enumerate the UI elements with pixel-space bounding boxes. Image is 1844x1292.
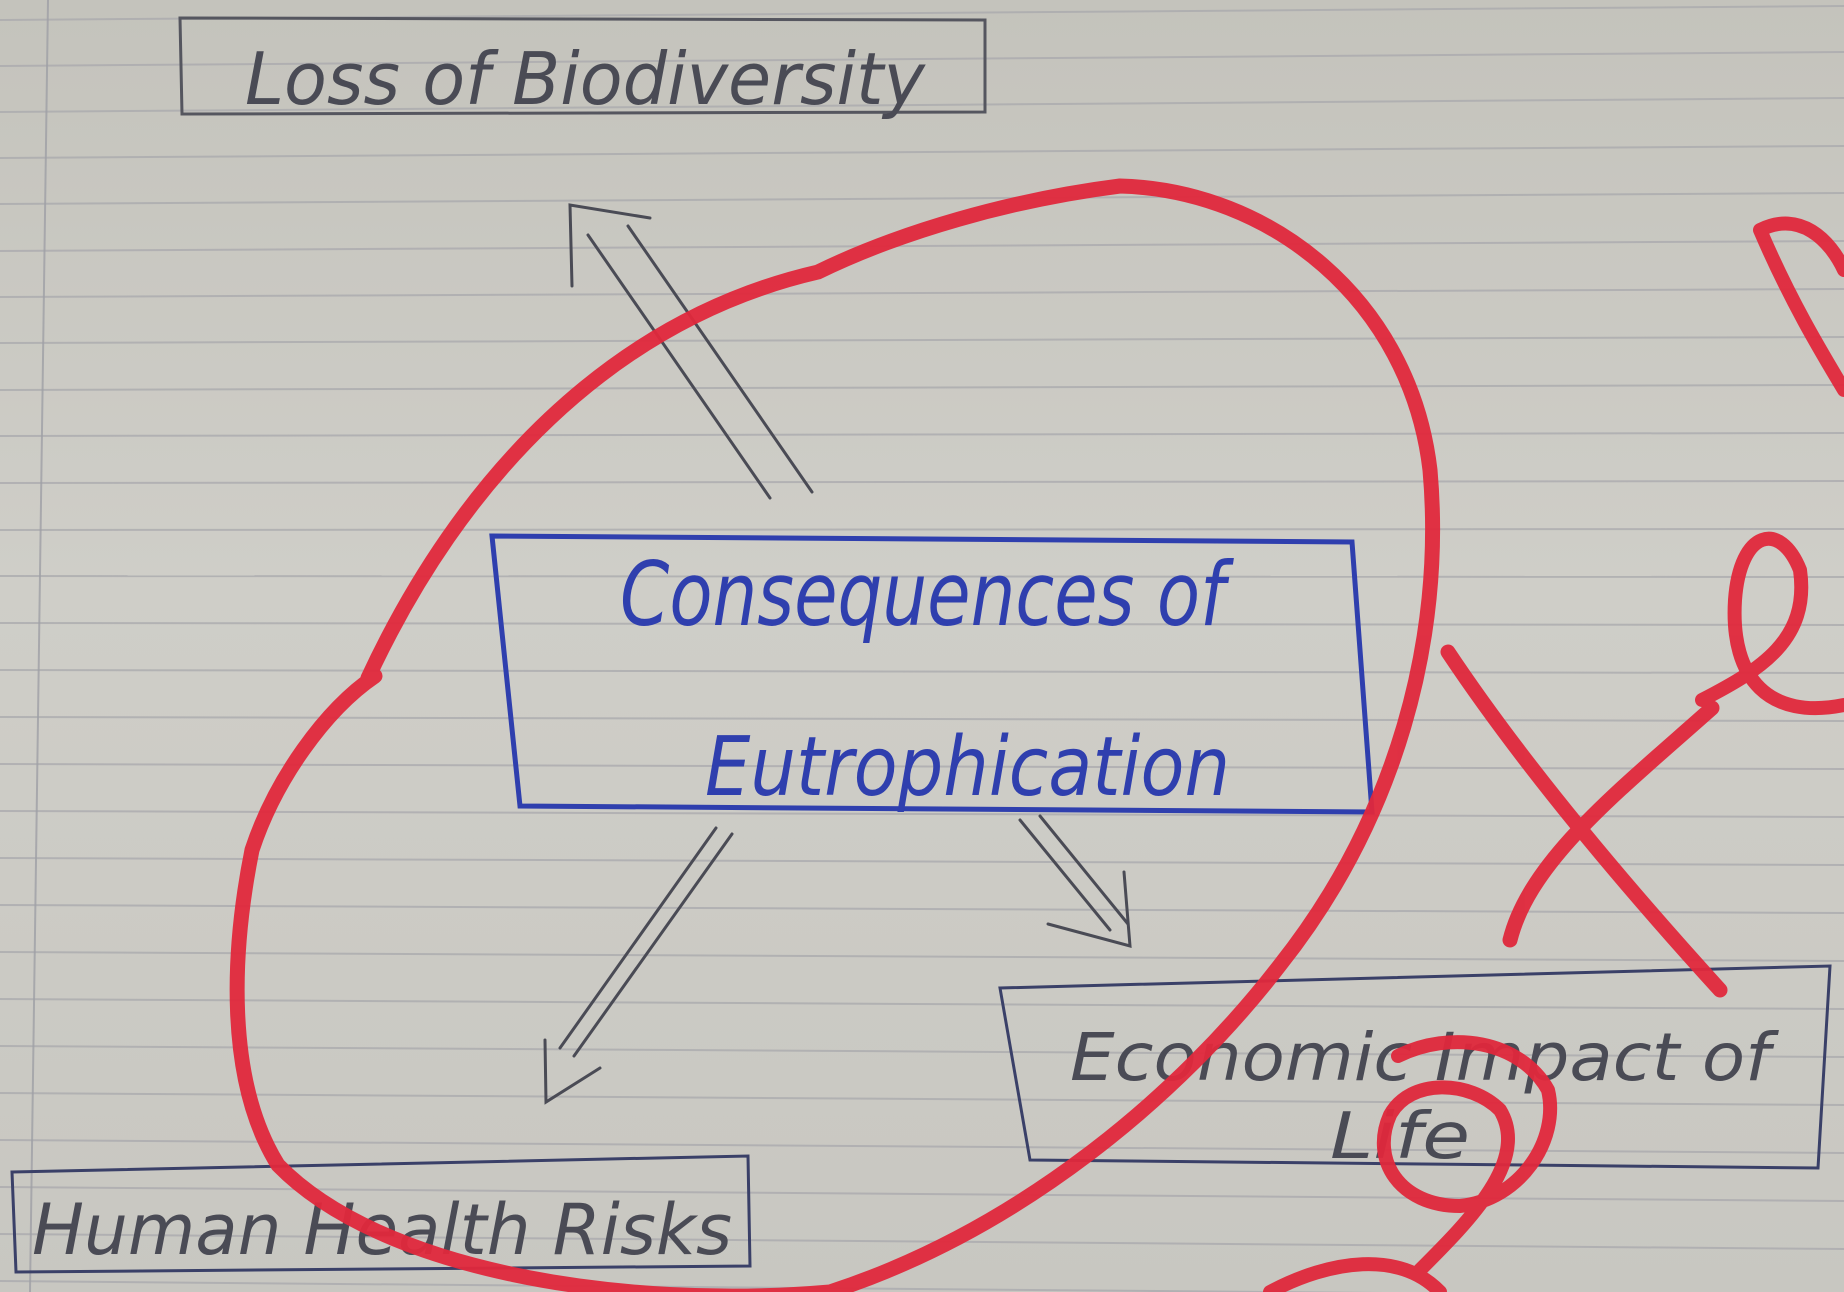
red-annotations	[229, 178, 1844, 1292]
node-economic-box	[998, 964, 1832, 1170]
node-biodiversity-label: Loss of Biodiversity	[245, 37, 926, 121]
arrow-to-biodiversity	[568, 203, 814, 500]
red-e-mark	[1695, 531, 1844, 716]
arrows	[543, 203, 1132, 1105]
arrow-to-economic	[1018, 814, 1132, 949]
arrow-to-health	[543, 826, 734, 1105]
central-node: Consequences of Eutrophication	[489, 533, 1375, 815]
node-economic: Economic Impact of Life	[998, 964, 1832, 1174]
red-bottom-curve	[1263, 1257, 1447, 1292]
node-biodiversity: Loss of Biodiversity	[178, 16, 987, 121]
central-node-line1: Consequences of	[620, 543, 1235, 646]
red-x-mark	[1440, 644, 1728, 998]
margin-line	[29, 0, 49, 1292]
node-health: Human Health Risks	[10, 1154, 752, 1274]
red-loop-mark	[1376, 1035, 1558, 1277]
node-health-box	[10, 1154, 752, 1274]
ruled-lines	[0, 5, 1844, 1292]
node-biodiversity-box	[178, 16, 987, 116]
red-top-arc	[1753, 216, 1844, 397]
red-circle-annotation	[229, 178, 1441, 1292]
central-node-line2: Eutrophication	[705, 720, 1230, 815]
